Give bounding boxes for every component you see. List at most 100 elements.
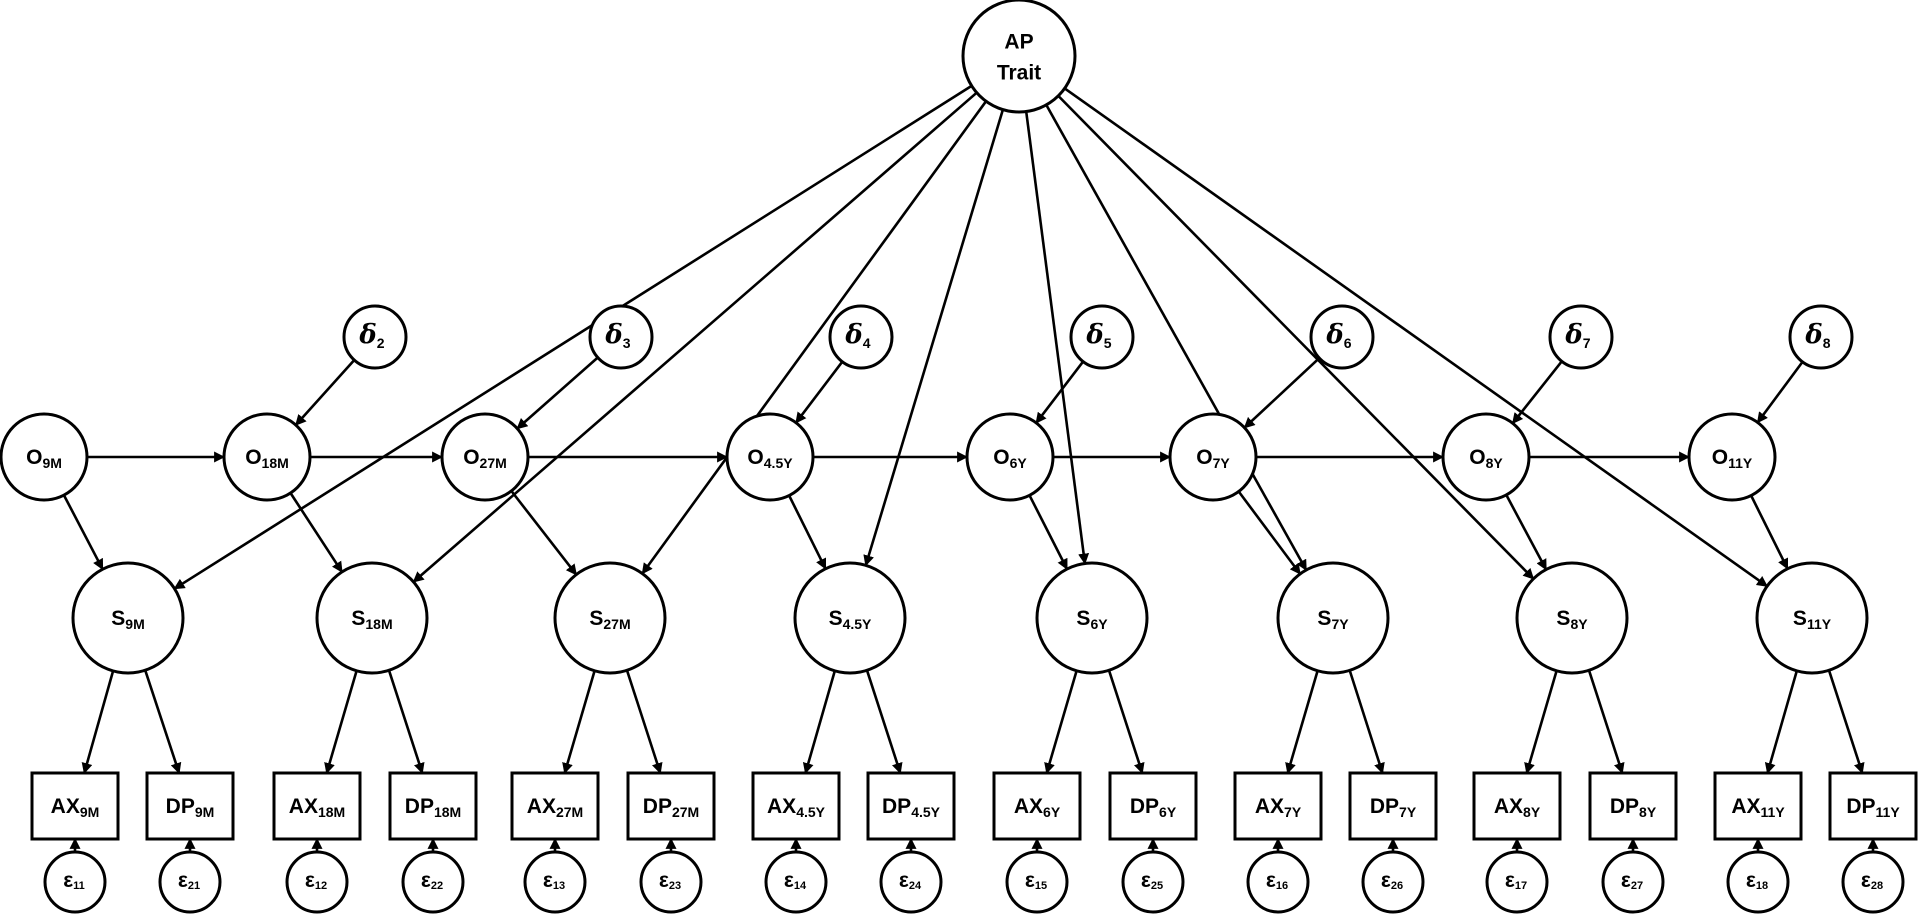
edge-s-to-ax-4 [1044, 670, 1078, 775]
edge-s-to-ax-5 [1285, 670, 1319, 775]
o-label-27M: O27M [463, 446, 507, 472]
dp-label-9M: DP9M [166, 795, 215, 821]
delta-label-3: δ3 [604, 320, 630, 351]
epsilon-label-26: ε26 [1381, 869, 1403, 893]
dp-label-6Y: DP6Y [1130, 795, 1177, 821]
epsilon-label-11: ε11 [63, 869, 85, 893]
delta-node-4 [828, 304, 894, 370]
s-node-27M [553, 561, 667, 675]
epsilon-label-14: ε14 [784, 869, 807, 893]
epsilon-node-17 [1485, 850, 1549, 914]
edges [62, 84, 1879, 852]
dp-label-7Y: DP7Y [1370, 795, 1417, 821]
edge-trait-to-s-7 [1063, 87, 1768, 588]
edge-delta-to-o-6 [1511, 360, 1563, 425]
epsilon-label-18: ε18 [1746, 869, 1768, 893]
edge-s-to-ax-0 [81, 670, 115, 775]
epsilon-node-23 [639, 850, 703, 914]
o-node-8Y [1441, 412, 1531, 502]
dp-box-4.5Y [866, 771, 956, 841]
o-label-6Y: O6Y [993, 446, 1027, 472]
s-label-4.5Y: S4.5Y [829, 607, 872, 633]
s-label-6Y: S6Y [1076, 607, 1108, 633]
epsilon-label-27: ε27 [1621, 869, 1643, 893]
o-label-18M: O18M [245, 446, 289, 472]
epsilon-node-11 [43, 850, 107, 914]
epsilon-node-16 [1246, 850, 1310, 914]
s-node-9M [71, 561, 185, 675]
epsilon-node-25 [1121, 850, 1185, 914]
o-label-7Y: O7Y [1196, 446, 1230, 472]
s-node-11Y [1755, 561, 1869, 675]
edge-o-to-s-7 [1749, 494, 1789, 570]
edge-s-to-ax-6 [1524, 670, 1558, 775]
ap-trait-label-line1: AP [1004, 31, 1033, 54]
s-label-27M: S27M [589, 607, 630, 633]
edge-delta-to-o-4 [1035, 360, 1085, 424]
epsilon-label-23: ε23 [659, 869, 681, 893]
o-node-11Y [1687, 412, 1777, 502]
delta-node-8 [1788, 304, 1854, 370]
edge-trait-to-s-0 [173, 84, 973, 590]
epsilon-label-21: ε21 [178, 869, 200, 893]
ax-box-4.5Y [751, 771, 841, 841]
s-label-8Y: S8Y [1556, 607, 1588, 633]
ax-label-18M: AX18M [289, 795, 345, 821]
edge-o-to-s-5 [1237, 490, 1302, 575]
s-node-18M [315, 561, 429, 675]
epsilon-label-28: ε28 [1861, 869, 1883, 893]
ax-label-9M: AX9M [51, 795, 100, 821]
delta-node-3 [588, 304, 654, 370]
edge-o-to-s-4 [1028, 494, 1069, 570]
epsilon-label-12: ε12 [305, 869, 327, 893]
edge-s-to-dp-3 [865, 669, 903, 775]
o-label-9M: O9M [26, 446, 62, 472]
dp-label-11Y: DP11Y [1846, 795, 1900, 821]
dp-box-11Y [1828, 771, 1918, 841]
s-node-6Y [1035, 561, 1149, 675]
edge-o-to-s-2 [510, 490, 578, 576]
ax-box-8Y [1472, 771, 1562, 841]
s-label-7Y: S7Y [1317, 607, 1349, 633]
dp-label-4.5Y: DP4.5Y [882, 795, 941, 821]
dp-box-18M [388, 771, 478, 841]
delta-label-4: δ4 [844, 320, 870, 351]
dp-box-7Y [1348, 771, 1438, 841]
edge-delta-to-o-1 [294, 359, 356, 426]
edge-s-to-dp-6 [1587, 669, 1625, 775]
epsilon-label-22: ε22 [421, 869, 443, 893]
ax-label-8Y: AX8Y [1494, 795, 1541, 821]
delta-node-5 [1069, 304, 1135, 370]
o-node-7Y [1168, 412, 1258, 502]
o-label-4.5Y: O4.5Y [747, 446, 793, 472]
delta-label-6: δ6 [1325, 320, 1351, 351]
dp-box-8Y [1588, 771, 1678, 841]
edge-s-to-dp-0 [143, 669, 182, 775]
edge-delta-to-o-5 [1243, 357, 1321, 429]
ap-trait-label-line2: Trait [997, 62, 1041, 85]
o-label-8Y: O8Y [1469, 446, 1503, 472]
edge-s-to-ax-3 [802, 670, 837, 775]
ax-box-11Y [1713, 771, 1803, 841]
edge-trait-to-s-4 [1024, 111, 1090, 565]
epsilon-node-12 [285, 850, 349, 914]
epsilon-node-26 [1361, 850, 1425, 914]
delta-node-2 [342, 304, 408, 370]
ax-box-9M [30, 771, 120, 841]
dp-label-27M: DP27M [643, 795, 699, 821]
ax-box-18M [272, 771, 362, 841]
ax-box-7Y [1233, 771, 1323, 841]
edge-s-to-dp-5 [1348, 670, 1385, 775]
epsilon-label-24: ε24 [899, 869, 922, 893]
epsilon-node-27 [1601, 850, 1665, 914]
edge-s-to-dp-7 [1827, 669, 1865, 775]
ax-label-27M: AX27M [527, 795, 583, 821]
ax-label-6Y: AX6Y [1014, 795, 1061, 821]
edge-trait-to-s-5 [1045, 104, 1308, 571]
s-node-8Y [1515, 561, 1629, 675]
edge-s-to-dp-1 [387, 669, 425, 775]
delta-node-7 [1548, 304, 1614, 370]
o-node-27M [440, 412, 530, 502]
